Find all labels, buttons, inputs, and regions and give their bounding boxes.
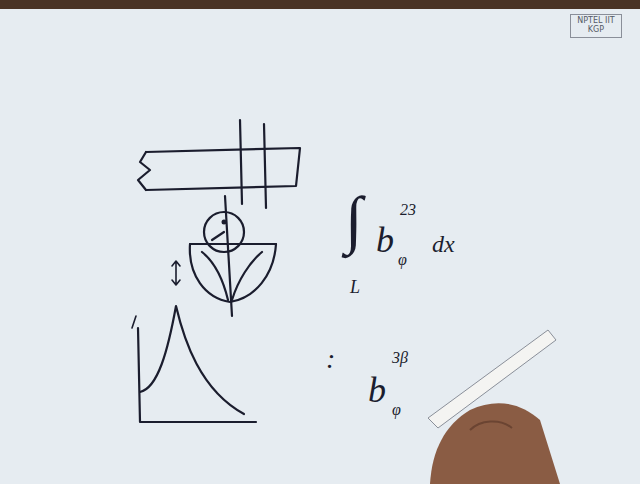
subscript: φ <box>392 402 401 418</box>
integral-sign: ∫ <box>345 188 363 252</box>
pen <box>428 330 556 428</box>
tick-mark <box>132 316 136 328</box>
section-outline <box>190 244 276 302</box>
centroid-dot <box>222 220 227 225</box>
graph-axes <box>138 328 256 422</box>
beam-outline <box>146 148 300 190</box>
superscript: 23 <box>400 202 416 218</box>
subscript: φ <box>398 252 407 268</box>
logo-text: NPTEL IIT KGP <box>570 14 622 38</box>
differential: dx <box>432 232 455 256</box>
depth-arrow <box>172 261 180 285</box>
graph-curve <box>140 306 244 414</box>
inner-curve <box>212 232 224 240</box>
symbol: b <box>368 372 386 408</box>
section-circle <box>204 212 244 252</box>
break-line <box>138 152 150 190</box>
inner-curve <box>202 252 228 300</box>
superscript: 3β <box>392 350 408 366</box>
finger <box>470 421 512 430</box>
section-line <box>240 120 242 204</box>
section-top <box>190 243 276 245</box>
equals-sign: : <box>326 345 335 373</box>
symbol: b <box>376 222 394 258</box>
board-frame <box>0 0 640 9</box>
inner-curve <box>232 252 262 300</box>
section-line <box>264 124 266 208</box>
integral-limit: L <box>350 278 360 296</box>
